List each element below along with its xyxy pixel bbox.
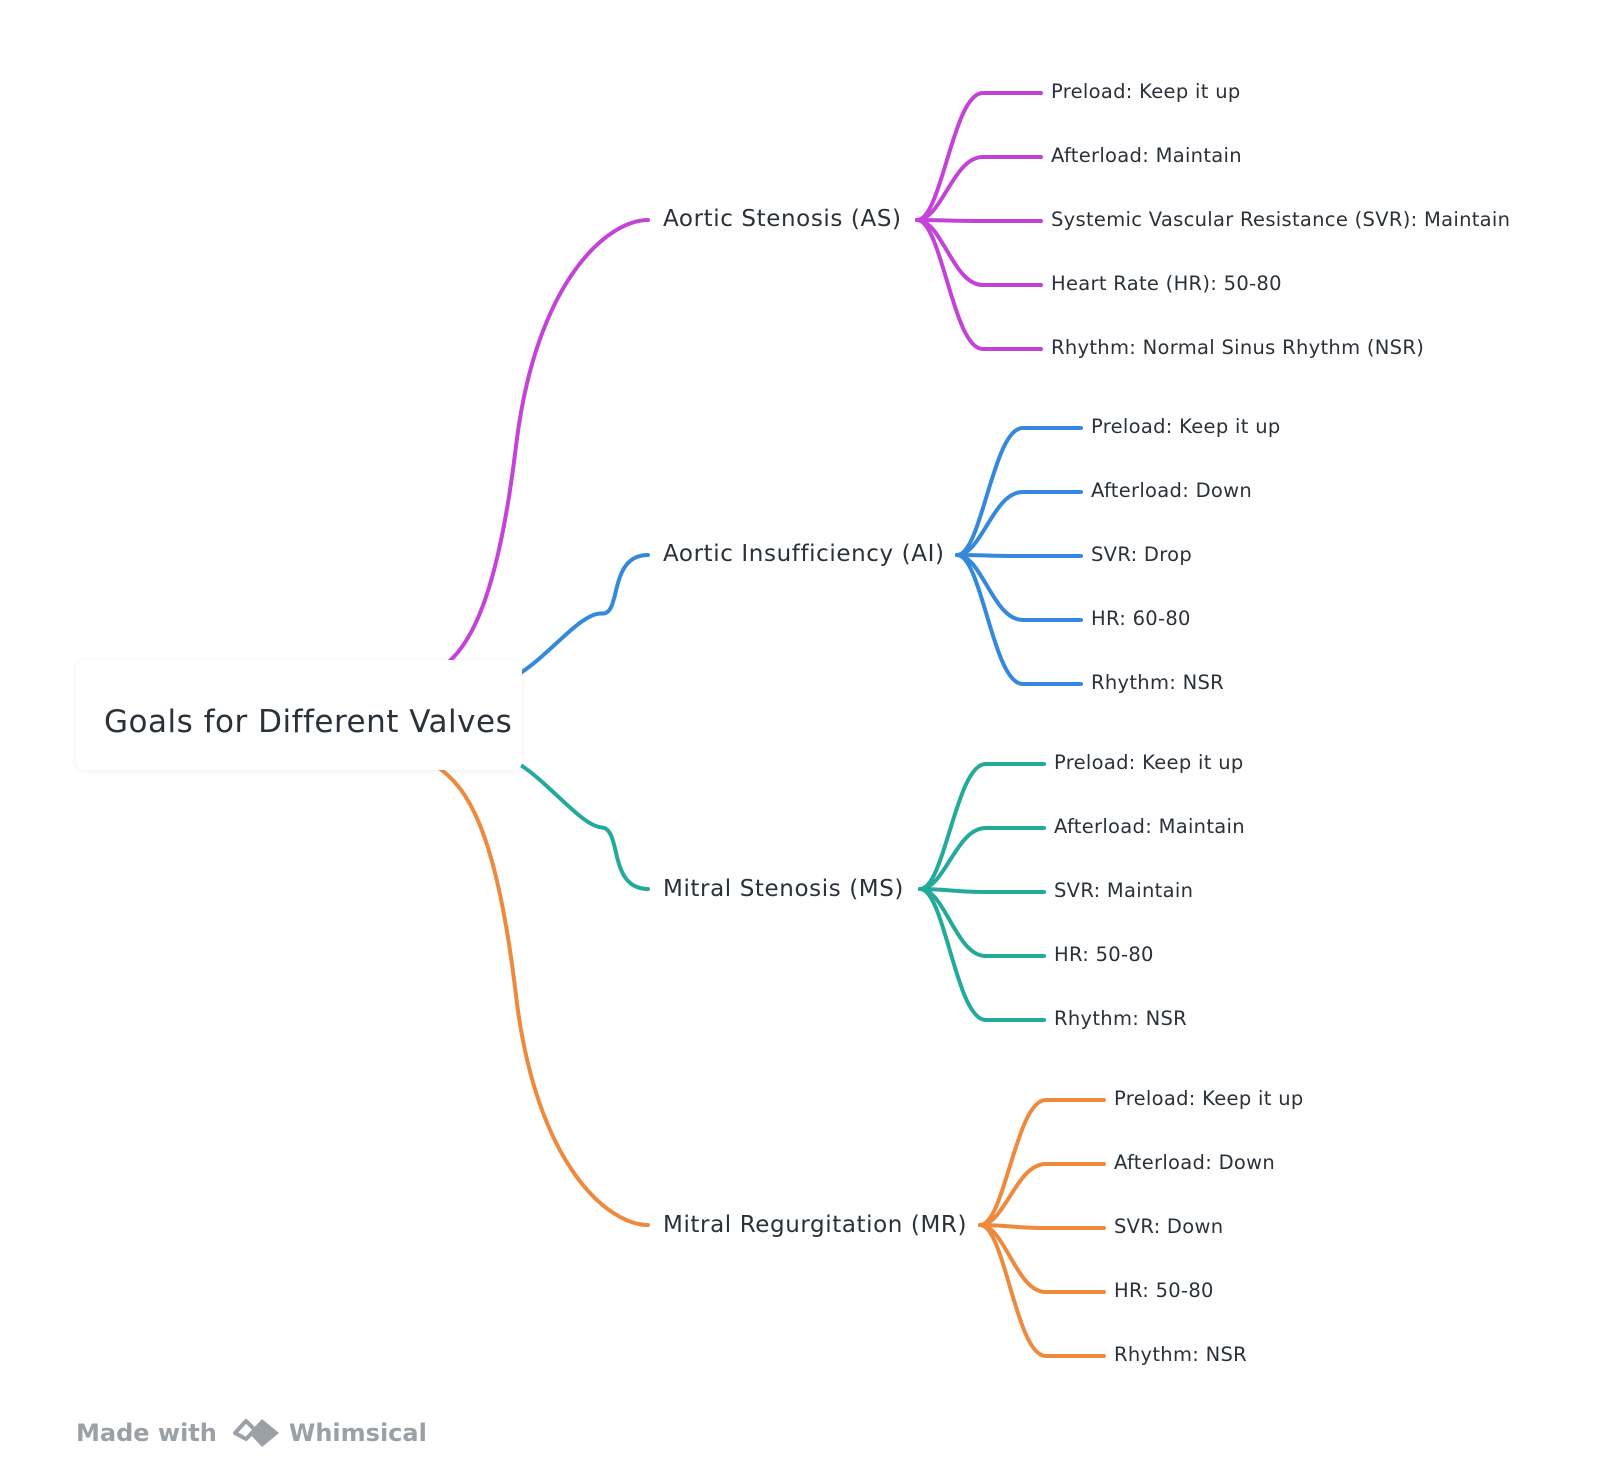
leaf-mr-hr[interactable]: HR: 50-80 — [1114, 1279, 1214, 1302]
leaf-connector — [918, 887, 1046, 958]
leaf-ai-afterload[interactable]: Afterload: Down — [1091, 479, 1253, 502]
leaf-connector — [955, 490, 1083, 557]
leaf-mr-afterload[interactable]: Afterload: Down — [1114, 1151, 1276, 1174]
leaf-connector — [978, 1223, 1106, 1230]
made-with-text: Made with — [76, 1419, 217, 1447]
branch-aortic-stenosis[interactable]: Aortic Stenosis (AS) — [663, 206, 902, 232]
branch-connector — [434, 218, 650, 674]
leaf-ms-svr[interactable]: SVR: Maintain — [1054, 879, 1194, 902]
leaf-as-svr[interactable]: Systemic Vascular Resistance (SVR): Main… — [1051, 208, 1511, 231]
leaf-connector — [915, 218, 1043, 287]
whimsical-logo-icon — [232, 1419, 279, 1447]
branch-connector — [520, 553, 650, 674]
leaf-as-hr[interactable]: Heart Rate (HR): 50-80 — [1051, 272, 1282, 295]
leaf-mr-rhythm[interactable]: Rhythm: NSR — [1114, 1343, 1248, 1366]
leaf-connector — [978, 1223, 1106, 1358]
leaf-connector — [955, 553, 1083, 622]
whimsical-brand-text: Whimsical — [288, 1419, 427, 1447]
made-with-whimsical-badge[interactable]: Made with Whimsical — [76, 1410, 427, 1456]
leaf-connector — [978, 1098, 1106, 1227]
leaf-connector — [918, 826, 1046, 891]
leaf-ai-rhythm[interactable]: Rhythm: NSR — [1091, 671, 1225, 694]
leaf-connector — [918, 887, 1046, 1022]
branch-mitral-stenosis[interactable]: Mitral Stenosis (MS) — [663, 876, 904, 902]
leaf-ms-hr[interactable]: HR: 50-80 — [1054, 943, 1154, 966]
leaf-mr-svr[interactable]: SVR: Down — [1114, 1215, 1224, 1238]
leaf-ms-preload[interactable]: Preload: Keep it up — [1054, 751, 1244, 774]
root-node[interactable] — [76, 660, 522, 770]
leaf-connector — [955, 553, 1083, 558]
leaf-ms-rhythm[interactable]: Rhythm: NSR — [1054, 1007, 1188, 1030]
leaf-connector — [915, 155, 1043, 222]
leaf-as-preload[interactable]: Preload: Keep it up — [1051, 80, 1241, 103]
leaf-connector — [918, 887, 1046, 894]
branch-connector — [520, 764, 650, 891]
leaf-mr-preload[interactable]: Preload: Keep it up — [1114, 1087, 1304, 1110]
leaf-as-rhythm[interactable]: Rhythm: Normal Sinus Rhythm (NSR) — [1051, 336, 1425, 359]
leaf-connector — [918, 762, 1046, 891]
leaf-ai-hr[interactable]: HR: 60-80 — [1091, 607, 1191, 630]
leaf-ms-afterload[interactable]: Afterload: Maintain — [1054, 815, 1245, 838]
leaf-connector — [955, 553, 1083, 686]
leaf-as-afterload[interactable]: Afterload: Maintain — [1051, 144, 1242, 167]
leaf-ai-preload[interactable]: Preload: Keep it up — [1091, 415, 1281, 438]
leaf-connector — [955, 426, 1083, 557]
leaf-ai-svr[interactable]: SVR: Drop — [1091, 543, 1193, 566]
branch-mitral-regurgitation[interactable]: Mitral Regurgitation (MR) — [663, 1212, 968, 1238]
leaf-connector — [915, 218, 1043, 351]
branch-connector — [434, 764, 650, 1227]
leaf-connector — [978, 1162, 1106, 1227]
leaf-connector — [978, 1223, 1106, 1294]
leaf-connector — [915, 218, 1043, 223]
branch-aortic-insufficiency[interactable]: Aortic Insufficiency (AI) — [663, 541, 945, 567]
root-title: Goals for Different Valves — [104, 704, 513, 740]
leaf-connector — [915, 91, 1043, 222]
